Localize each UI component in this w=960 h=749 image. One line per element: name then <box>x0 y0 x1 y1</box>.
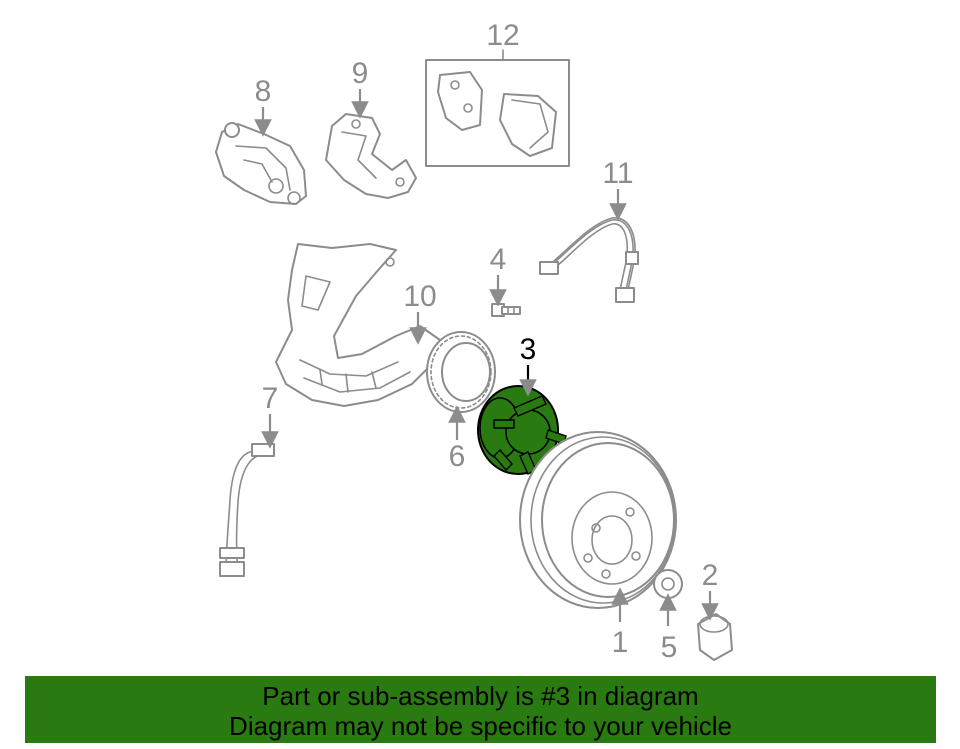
part-7-speed-sensor[interactable] <box>219 443 275 577</box>
callout-4: 4 <box>489 243 507 307</box>
callout-2: 2 <box>701 559 719 621</box>
part-9-caliper-bracket[interactable] <box>325 113 417 199</box>
banner-line-1: Part or sub-assembly is #3 in diagram <box>262 681 699 711</box>
part-4-bolt[interactable] <box>491 303 521 317</box>
callout-5: 5 <box>659 593 678 664</box>
callout-12: 12 <box>486 19 520 61</box>
svg-text:10: 10 <box>403 280 436 313</box>
svg-text:3: 3 <box>520 333 537 366</box>
svg-text:2: 2 <box>702 559 719 592</box>
part-10-splash-shield[interactable] <box>275 243 441 407</box>
callout-3: 3 <box>519 333 537 397</box>
svg-text:9: 9 <box>352 57 369 90</box>
svg-text:8: 8 <box>255 75 272 108</box>
callout-9: 9 <box>351 57 369 119</box>
part-6-tone-ring[interactable] <box>426 331 496 413</box>
banner-line-2: Diagram may not be specific to your vehi… <box>229 711 732 741</box>
svg-text:1: 1 <box>612 626 629 659</box>
callout-10: 10 <box>403 280 437 345</box>
svg-text:4: 4 <box>490 243 507 276</box>
svg-text:12: 12 <box>486 19 519 52</box>
part-1-brake-rotor[interactable] <box>519 431 677 609</box>
svg-text:6: 6 <box>449 440 466 473</box>
part-8-caliper[interactable] <box>215 122 307 205</box>
callout-11: 11 <box>602 157 634 221</box>
callout-6: 6 <box>448 405 466 473</box>
part-2-lug-nut[interactable] <box>697 613 733 661</box>
part-3-hub-bearing[interactable] <box>477 385 567 475</box>
svg-text:7: 7 <box>262 382 279 415</box>
part-11-brake-hose[interactable] <box>539 217 639 303</box>
svg-text:11: 11 <box>602 157 633 190</box>
info-banner: Part or sub-assembly is #3 in diagram Di… <box>25 676 936 743</box>
callout-8: 8 <box>254 75 272 137</box>
svg-text:5: 5 <box>661 631 678 664</box>
callout-7: 7 <box>261 382 279 449</box>
callout-1: 1 <box>611 587 629 659</box>
part-5-hub-nut[interactable] <box>653 569 683 599</box>
part-12-brake-pads[interactable] <box>425 59 570 167</box>
